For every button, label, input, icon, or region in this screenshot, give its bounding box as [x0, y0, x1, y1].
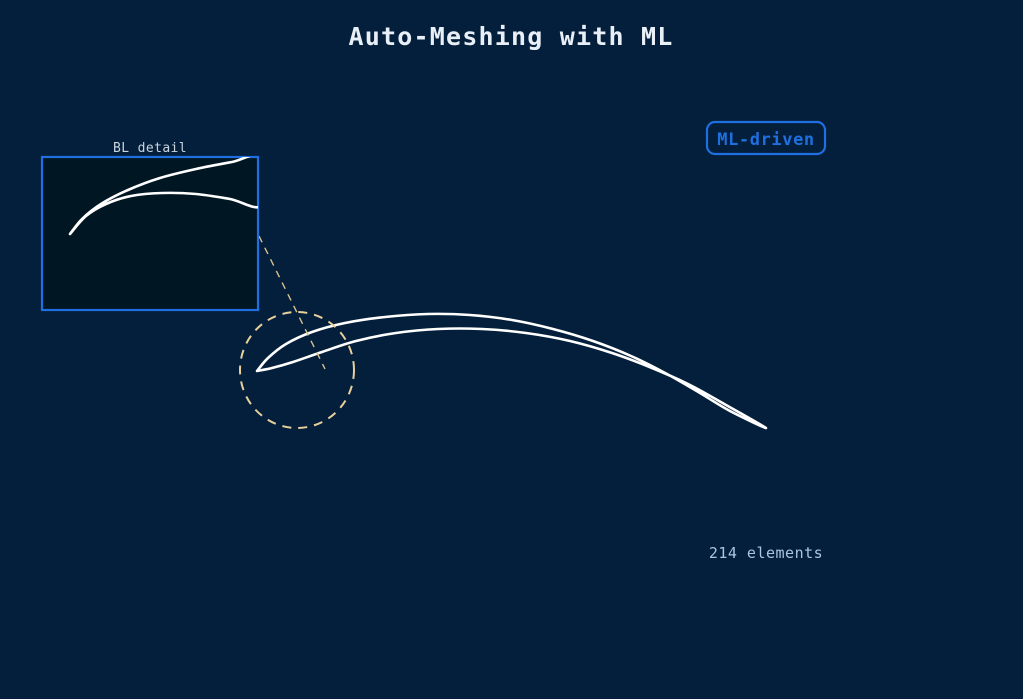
leading-edge-zoom-circle [239, 311, 355, 429]
badge-border [705, 120, 827, 156]
inset-label: BL detail [113, 141, 187, 156]
page-title: Auto-Meshing with ML [348, 22, 673, 51]
inset-leader-line [258, 235, 326, 370]
main-mesh-group [255, 312, 768, 430]
inset-airfoil-outline [68, 157, 258, 236]
element-count-label: 214 elements [709, 544, 823, 562]
bl-detail-inset[interactable]: BL detail [40, 141, 266, 312]
badge-label: ML-driven [717, 130, 815, 150]
inset-content [68, 157, 258, 236]
ml-driven-badge[interactable]: ML-driven [705, 120, 827, 156]
main-airfoil-outline [255, 312, 768, 430]
